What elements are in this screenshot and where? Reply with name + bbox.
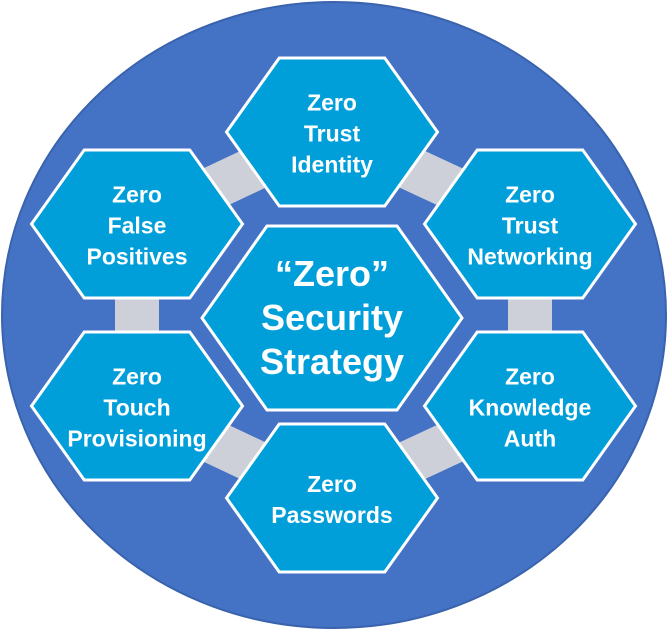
label-line: Touch <box>103 394 171 421</box>
label-line: “Zero” <box>274 253 389 294</box>
hexagon-node <box>224 56 440 208</box>
hexagon-node <box>29 148 245 300</box>
label-line: Networking <box>467 243 593 270</box>
label-line: Zero <box>307 89 357 116</box>
label-line: Positives <box>86 243 188 270</box>
label-line: Auth <box>503 425 557 452</box>
label-line: Zero <box>505 181 555 208</box>
hexagon-node <box>422 330 638 482</box>
label-line: False <box>107 212 167 239</box>
center-hexagon <box>200 224 464 412</box>
label-line: Knowledge <box>468 394 592 421</box>
hexagon-node <box>224 422 440 574</box>
label-line: Security <box>260 297 404 338</box>
label-line: Trust <box>501 212 559 239</box>
label-line: Zero <box>112 181 162 208</box>
label-line: Zero <box>307 471 357 497</box>
label-line: Zero <box>112 363 162 390</box>
hexagon-node <box>422 148 638 300</box>
label-line: Passwords <box>271 502 393 528</box>
label-line: Identity <box>291 151 373 178</box>
label-line: Strategy <box>259 341 405 382</box>
label-line: Zero <box>505 363 555 390</box>
label-line: Trust <box>303 120 361 147</box>
label-line: Provisioning <box>67 425 207 452</box>
hexagon-node <box>29 330 245 482</box>
